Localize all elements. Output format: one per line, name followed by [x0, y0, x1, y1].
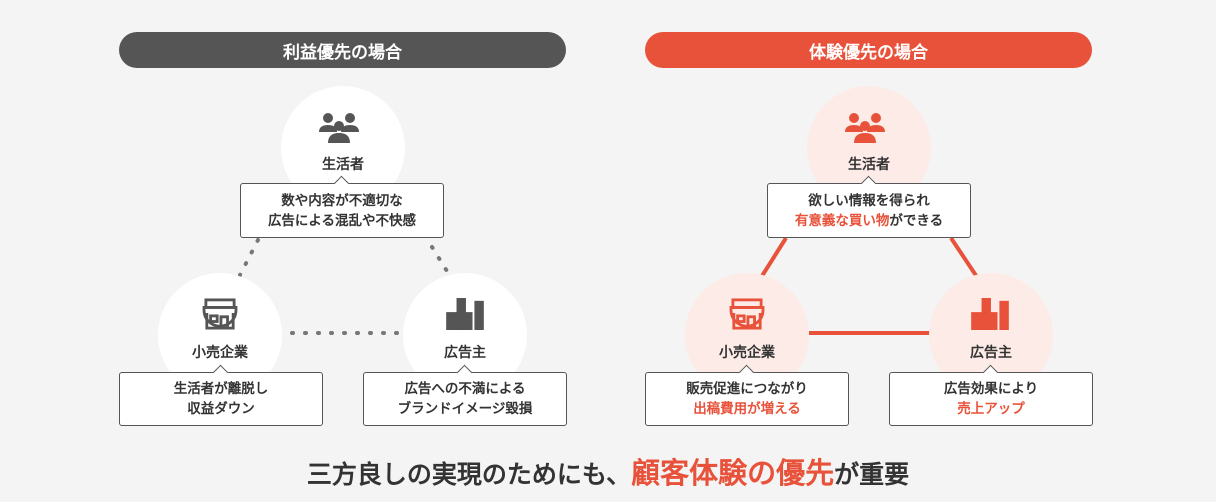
consumer-label: 生活者 [322, 157, 364, 173]
advertiser-label: 広告主 [444, 345, 486, 361]
store-icon [729, 298, 765, 330]
retailer-callout: 生活者が離脱し収益ダウン [119, 372, 323, 426]
advertiser-callout: 広告への不満によるブランドイメージ毀損 [363, 372, 567, 426]
callout-line: 広告への不満による [404, 381, 526, 397]
panel-title: 体験優先の場合 [645, 32, 1092, 68]
panel-title: 利益優先の場合 [119, 32, 566, 68]
consumer-label: 生活者 [848, 157, 890, 173]
callout-line: 販売促進につながり [686, 381, 808, 397]
highlight-text: 有意義な買い物 [794, 212, 890, 229]
callout-line: 広告による混乱や不快感 [267, 212, 417, 229]
highlight-text: 売上アップ [957, 401, 1025, 417]
conclusion-text: 三方良しの実現のためにも、顧客体験の優先が重要 [0, 450, 1216, 492]
consumer-callout: 欲しい情報を得られ有意義な買い物ができる [767, 183, 971, 238]
callout-text: ができる [889, 212, 944, 229]
callout-line: 欲しい情報を得られ [808, 192, 930, 209]
retailer-label: 小売企業 [719, 345, 775, 361]
buildings-icon [446, 298, 484, 330]
conclusion-pre: 三方良しの実現のためにも、 [306, 460, 632, 489]
callout-line: 生活者が離脱し [173, 381, 269, 397]
people-icon [845, 113, 885, 143]
conclusion-post: が重要 [834, 460, 910, 489]
conclusion-highlight: 顧客体験の優先 [631, 456, 835, 490]
store-icon [202, 298, 238, 330]
buildings-icon [971, 298, 1009, 330]
callout-line: 広告効果により [943, 381, 1039, 397]
callout-line: ブランドイメージ毀損 [397, 401, 533, 417]
callout-line: 有意義な買い物ができる [795, 211, 943, 231]
retailer-callout: 販売促進につながり出稿費用が増える [645, 372, 849, 426]
callout-line: 数や内容が不適切な [281, 192, 403, 209]
consumer-callout: 数や内容が不適切な広告による混乱や不快感 [240, 183, 444, 238]
highlight-text: 出稿費用が増える [693, 401, 801, 417]
retailer-label: 小売企業 [192, 345, 248, 361]
advertiser-callout: 広告効果により売上アップ [889, 372, 1093, 426]
advertiser-label: 広告主 [970, 345, 1012, 361]
callout-line: 収益ダウン [187, 401, 255, 417]
people-icon [319, 113, 359, 143]
